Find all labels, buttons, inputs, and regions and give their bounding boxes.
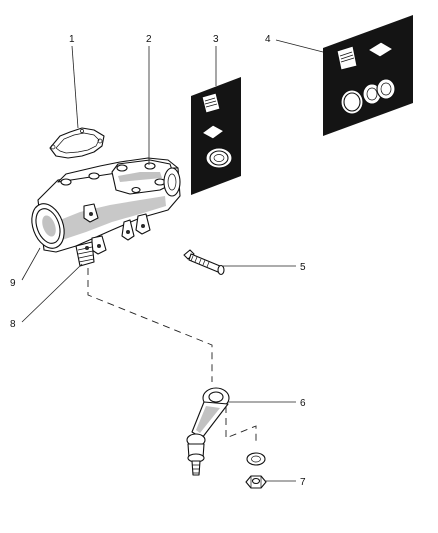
lock-washer — [246, 452, 266, 466]
callout-5: 5 — [300, 262, 306, 273]
output-shaft — [75, 241, 95, 267]
leader-line-1 — [71, 45, 79, 129]
pitman-arm-nut — [245, 475, 267, 489]
leader-line-4 — [275, 39, 324, 53]
pitman-arm — [186, 387, 257, 476]
callout-2: 2 — [146, 34, 152, 45]
callout-1: 1 — [69, 34, 75, 45]
callout-7: 7 — [300, 477, 306, 488]
callout-8: 8 — [10, 319, 16, 330]
overhaul-kit-card — [323, 15, 413, 136]
gasket-part — [49, 127, 105, 159]
leader-line-8 — [21, 263, 83, 323]
callout-4: 4 — [265, 34, 271, 45]
assembly-path-line — [87, 268, 213, 382]
callout-3: 3 — [213, 34, 219, 45]
mounting-bolt — [183, 249, 225, 276]
end-seal-ring — [31, 203, 65, 249]
callout-9: 9 — [10, 278, 16, 289]
callout-6: 6 — [300, 398, 306, 409]
steering-gear-housing — [37, 157, 181, 255]
leader-line-9 — [21, 247, 41, 281]
seal-kit-card — [191, 77, 241, 195]
